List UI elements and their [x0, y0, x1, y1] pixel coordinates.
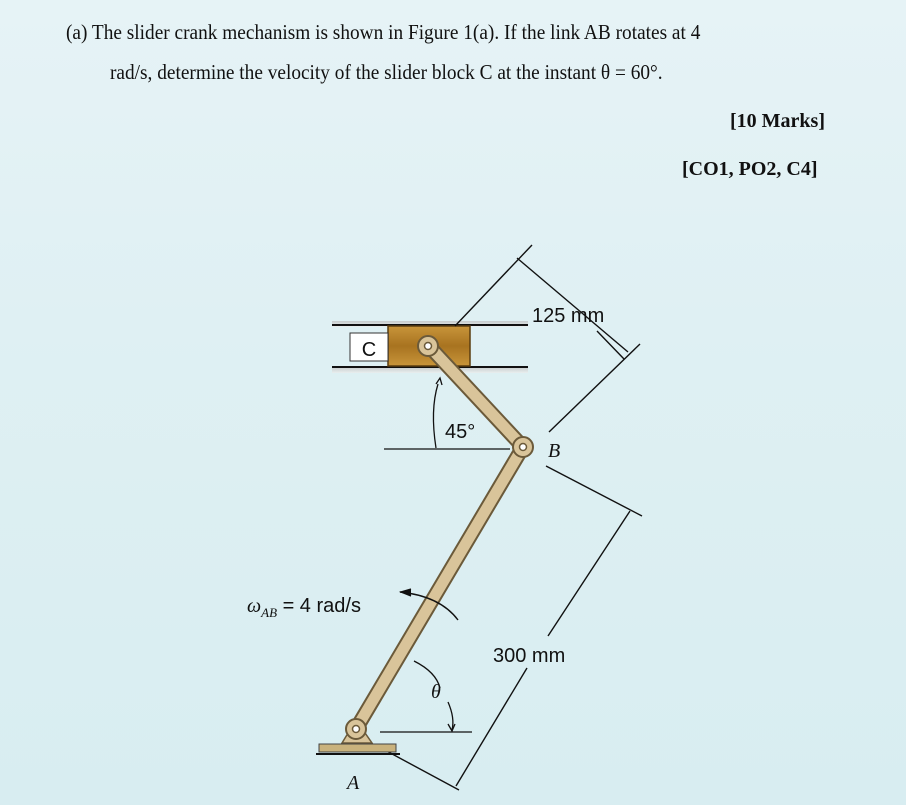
omega-value: = 4 rad/s	[277, 595, 361, 617]
slider-guide	[332, 321, 528, 373]
angle-45-marker	[384, 376, 510, 450]
omega-subscript: AB	[260, 605, 277, 620]
outcomes-tag: [CO1, PO2, C4]	[682, 158, 818, 180]
dimension-bc	[454, 244, 641, 433]
link-ab	[348, 436, 534, 737]
omega-symbol: ω	[247, 595, 261, 617]
theta-marker	[380, 660, 472, 733]
question-line-2: rad/s, determine the velocity of the sli…	[110, 60, 663, 84]
dim-bc-label: 125 mm	[532, 305, 604, 327]
omega-arrow	[398, 588, 459, 621]
theta-label: θ	[431, 681, 441, 703]
marks-tag: [10 Marks]	[730, 110, 825, 132]
pin-support-a	[316, 718, 400, 755]
angle-45-label: 45°	[445, 421, 475, 443]
dim-ab-label: 300 mm	[493, 645, 565, 667]
link-cb	[417, 335, 531, 455]
question-line-1: (a) The slider crank mechanism is shown …	[66, 20, 701, 44]
label-b: B	[548, 440, 560, 462]
omega-label: ωAB = 4 rad/s	[247, 595, 361, 620]
label-c: C	[362, 339, 376, 361]
label-a: A	[345, 772, 360, 794]
